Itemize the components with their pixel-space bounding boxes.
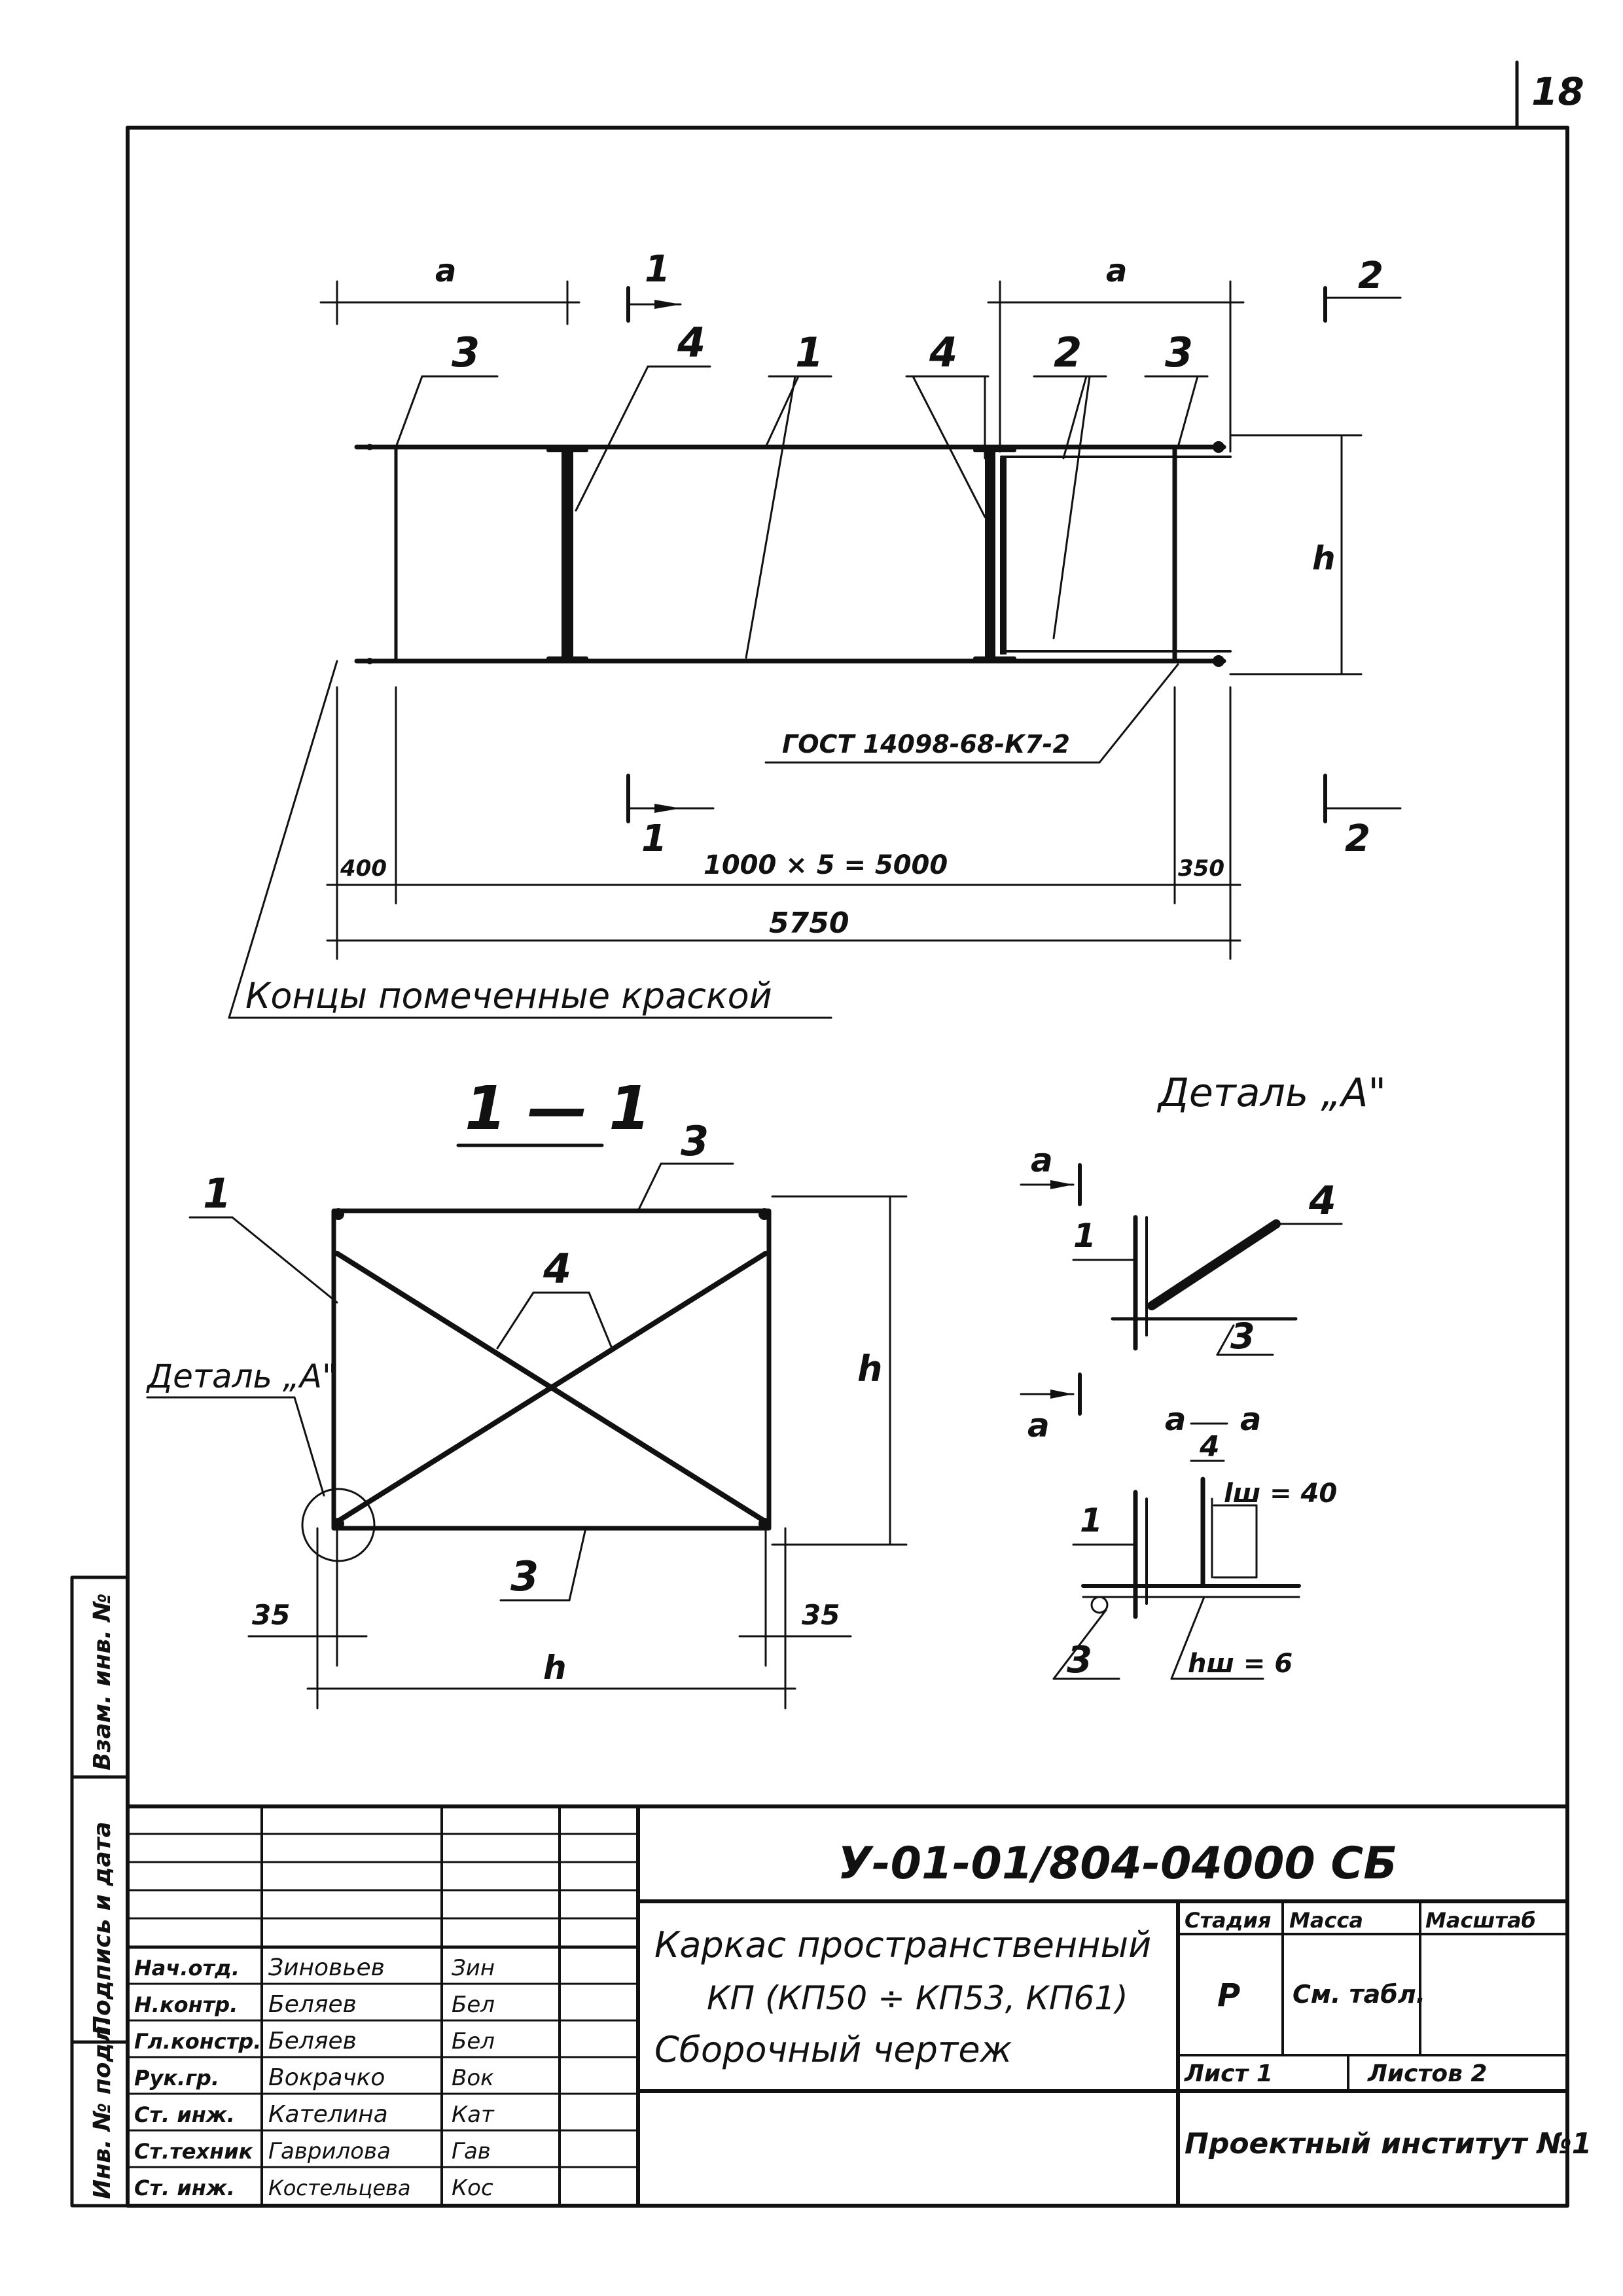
scale-header: Масштаб [1425, 1908, 1536, 1933]
top-view: a a 1 1 2 2 3 [228, 248, 1402, 1019]
dim-right: 350 [1178, 855, 1224, 882]
callout-1: 1 [795, 329, 823, 376]
detail-label-1-upper: 1 [1073, 1217, 1096, 1255]
sheet-label: Лист 1 [1184, 2060, 1273, 2087]
stage-value: Р [1217, 1977, 1240, 2014]
title-line-2: КП (КП50 ÷ КП53, КП61) [707, 1979, 1128, 2017]
detail-a-title: Деталь „А" [1156, 1070, 1386, 1116]
section-a-top: a [1031, 1141, 1053, 1179]
stage-header: Стадия [1185, 1908, 1271, 1933]
mass-header: Масса [1289, 1908, 1363, 1933]
section-1-1: 1 — 1 1 3 4 3 Деталь „А" h [146, 1073, 908, 1710]
name-1: Беляев [268, 1991, 357, 2018]
detail-a: Деталь „А" a 1 4 3 a a a 4 [1020, 1070, 1386, 1681]
detail-label-1-lower: 1 [1080, 1501, 1103, 1539]
name-6: Костельцева [268, 2176, 410, 2200]
section-2-bottom: 2 [1345, 817, 1370, 860]
title-line-1: Каркас пространственный [654, 1924, 1151, 1965]
stamp-replaced-inv: Взам. инв. № [89, 1593, 116, 1770]
title-grid-rows [126, 1833, 640, 2168]
signature-6: Кос [452, 2175, 493, 2201]
detail-label-3-upper: 3 [1230, 1316, 1255, 1357]
dim-h-top-view: h [1312, 539, 1336, 577]
detail-label-3-lower: 3 [1067, 1639, 1092, 1681]
mass-value: См. табл. [1293, 1980, 1425, 2009]
name-2: Беляев [268, 2028, 357, 2054]
role-0: Нач.отд. [134, 1956, 240, 1981]
section-aa-left: a [1165, 1401, 1186, 1438]
role-2: Гл.констр. [134, 2029, 261, 2054]
name-3: Вокрачко [268, 2064, 385, 2091]
stamp-signature-date: Подпись и дата [89, 1821, 116, 2036]
section-aa-scale: 4 [1199, 1430, 1220, 1463]
signature-0: Зин [452, 1955, 495, 1981]
label-3-bottom: 3 [510, 1552, 539, 1600]
signature-4: Кат [452, 2102, 495, 2128]
right-brace [985, 450, 995, 658]
callout-3-right: 3 [1165, 329, 1193, 376]
callout-3-left: 3 [452, 329, 480, 376]
org-name: Проектный институт №1 [1185, 2127, 1592, 2161]
dim-left: 400 [340, 855, 387, 882]
section-1-bottom: 1 [641, 817, 667, 860]
dim-a-left: a [435, 253, 456, 289]
role-6: Ст. инж. [134, 2176, 235, 2200]
stamp-inv-podl: Инв. № подл. [89, 2017, 116, 2199]
sheets-label: Листов 2 [1367, 2060, 1487, 2087]
title-block: Стадия Масса Масштаб Р См. табл. Лист 1 … [126, 1804, 1592, 2208]
role-4: Ст. инж. [134, 2102, 235, 2127]
weld-note: ГОСТ 14098-68-К7-2 [782, 730, 1070, 759]
signature-5: Гав [452, 2138, 491, 2164]
section-a-bottom: a [1027, 1407, 1050, 1444]
label-4: 4 [543, 1245, 571, 1293]
dim-h-right: h [857, 1348, 882, 1390]
signature-2: Бел [452, 2028, 495, 2054]
left-brace [562, 450, 573, 658]
title-line-3: Сборочный чертеж [654, 2029, 1012, 2070]
signature-1: Бел [452, 1992, 495, 2018]
name-0: Зиновьев [268, 1954, 385, 1981]
section-aa-right: a [1240, 1401, 1261, 1438]
weld-length: lш = 40 [1224, 1479, 1337, 1509]
role-5: Ст.техник [134, 2139, 254, 2164]
weld-height: hш = 6 [1188, 1649, 1293, 1679]
section-2-top: 2 [1358, 255, 1383, 297]
side-stamp: Инв. № подл. Подпись и дата Взам. инв. № [70, 1575, 130, 2208]
page-number: 18 [1531, 69, 1584, 114]
name-4: Кателина [268, 2101, 388, 2128]
role-1: Н.контр. [134, 1992, 238, 2017]
dim-total: 5750 [769, 906, 849, 940]
end-note: Концы помеченные краской [245, 975, 772, 1016]
detail-label-4: 4 [1308, 1178, 1336, 1224]
name-5: Гаврилова [268, 2138, 391, 2164]
role-3: Рук.гр. [134, 2066, 219, 2090]
brace-diagonal-2 [334, 1251, 768, 1524]
section-title: 1 — 1 [465, 1073, 651, 1143]
dim-35-right: 35 [802, 1599, 840, 1631]
callout-4-left: 4 [677, 319, 705, 367]
detail-ref: Деталь „А" [146, 1357, 337, 1395]
dim-a-right: a [1106, 253, 1127, 289]
label-3-top: 3 [681, 1117, 709, 1165]
callout-4-right: 4 [929, 329, 957, 376]
signature-3: Вок [452, 2065, 494, 2091]
dim-35-left: 35 [252, 1599, 290, 1631]
dim-h-bottom: h [543, 1649, 567, 1687]
callout-2: 2 [1054, 329, 1082, 376]
drawing-designation: У-01-01/804-04000 СБ [838, 1838, 1397, 1890]
section-1-top: 1 [645, 248, 670, 291]
label-1: 1 [203, 1170, 231, 1217]
dim-middle: 1000 × 5 = 5000 [704, 850, 948, 880]
section-outline [331, 1208, 772, 1531]
detail-a-circle [301, 1488, 376, 1562]
